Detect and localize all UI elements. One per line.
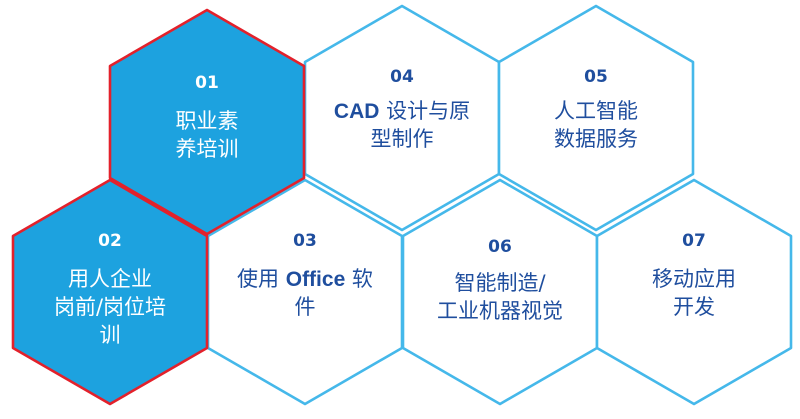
hex-number: 05 bbox=[584, 67, 608, 87]
hex-number: 01 bbox=[195, 73, 219, 93]
hex-label-line: 工业机器视觉 bbox=[437, 299, 563, 323]
hex-label-line: 养培训 bbox=[176, 137, 239, 161]
hex-label-line: 人工智能 bbox=[554, 99, 638, 123]
hex-number: 02 bbox=[98, 231, 122, 251]
hex-label-line: 开发 bbox=[673, 295, 715, 319]
hex-label-line: 智能制造/ bbox=[454, 271, 546, 295]
hex-label-line: 件 bbox=[295, 295, 316, 319]
hex-cell-03: 03 使用 Office 软件 bbox=[206, 178, 404, 406]
hex-label-line: 职业素 bbox=[176, 109, 239, 133]
hexagon-shape bbox=[108, 8, 306, 236]
hex-label-line: 训 bbox=[100, 323, 121, 347]
hex-label-line: 使用 Office 软 bbox=[237, 267, 373, 291]
hex-label-line: CAD 设计与原 bbox=[334, 99, 470, 123]
hex-label-line: 型制作 bbox=[371, 127, 434, 151]
hex-number: 04 bbox=[390, 67, 414, 87]
hex-label-line: 岗前/岗位培 bbox=[54, 295, 166, 319]
hexagon-shape bbox=[497, 4, 695, 232]
hexagon-shape bbox=[11, 178, 209, 406]
hex-number: 07 bbox=[682, 231, 706, 251]
hex-number: 06 bbox=[488, 237, 512, 257]
hex-label-line: 数据服务 bbox=[554, 127, 638, 151]
hex-label-line: 移动应用 bbox=[652, 267, 736, 291]
hex-number: 03 bbox=[293, 231, 317, 251]
hexagon-shape bbox=[595, 178, 793, 406]
hex-label-line: 用人企业 bbox=[68, 267, 152, 291]
